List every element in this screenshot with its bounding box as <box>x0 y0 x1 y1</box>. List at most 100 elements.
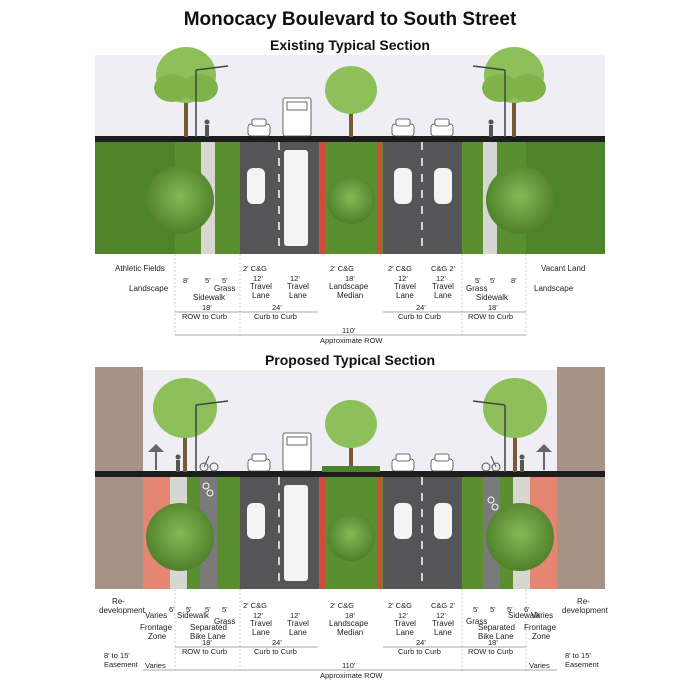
proposed-truck-left <box>282 432 312 472</box>
proposed-dim-5-e: 5' <box>490 605 496 614</box>
proposed-dim-c2c-left-label: Curb to Curb <box>254 647 297 656</box>
proposed-dim-varies-right: Varies <box>529 661 550 670</box>
proposed-plan-car-3 <box>434 503 452 539</box>
proposed-dim-c2c-right-label: Curb to Curb <box>398 647 441 656</box>
proposed-label-median-b: Median <box>337 628 363 637</box>
proposed-label-travel-3: Travel <box>394 619 416 628</box>
proposed-label-redev-left-a: Re- <box>112 597 125 606</box>
proposed-label-travel-4: Travel <box>432 619 454 628</box>
proposed-dim-total-label: Approximate ROW <box>320 671 383 680</box>
proposed-dim-5-b: 5' <box>205 605 211 614</box>
bike-symbol-left-icon <box>202 482 214 497</box>
proposed-guide-lines <box>174 589 527 670</box>
proposed-section-heading: Proposed Typical Section <box>264 352 436 368</box>
existing-elevation-tree-right <box>482 47 546 137</box>
proposed-label-frontage-left: Frontage <box>140 623 173 632</box>
proposed-label-frontage-right-b: Zone <box>532 632 551 641</box>
proposed-dim-5-f: 5' <box>507 605 513 614</box>
existing-elevation-tree-left <box>154 47 218 137</box>
existing-car-left <box>247 118 271 137</box>
existing-dim-row-right-label: ROW to Curb <box>468 312 513 321</box>
proposed-plan-tree-median <box>327 513 375 561</box>
existing-label-cg-1: 2' C&G <box>243 264 267 273</box>
existing-plan-truck <box>284 150 308 246</box>
existing-dim-8-left: 8' <box>183 276 189 285</box>
proposed-dim-easement-left: 8' to 15' <box>104 651 130 660</box>
existing-label-lane-2: Lane <box>289 291 307 300</box>
proposed-pedestrian-right <box>519 454 525 472</box>
proposed-label-median: Landscape <box>329 619 369 628</box>
existing-plan-car-2 <box>394 168 412 204</box>
proposed-dim-easement-left-b: Easement <box>104 660 139 669</box>
existing-label-grass-left: Grass <box>214 284 235 293</box>
proposed-dim-total: 110' <box>342 661 356 670</box>
proposed-label-cg-1: 2' C&G <box>243 601 267 610</box>
proposed-cyclist-left <box>199 455 219 472</box>
proposed-label-redev-right-b: development <box>562 606 609 615</box>
existing-label-travel-2: Travel <box>287 282 309 291</box>
proposed-label-grass-left: Grass <box>214 617 235 626</box>
existing-plan-car-3 <box>434 168 452 204</box>
existing-car-right-b <box>430 118 454 137</box>
proposed-label-lane-4: Lane <box>434 628 452 637</box>
existing-section-heading: Existing Typical Section <box>269 37 430 53</box>
proposed-plan-car-1 <box>247 503 265 539</box>
proposed-label-frontage-right: Frontage <box>524 623 557 632</box>
proposed-elevation-tree-center <box>322 400 380 472</box>
proposed-ground-line <box>95 471 605 477</box>
proposed-label-cg-4: C&G 2' <box>431 601 456 610</box>
proposed-label-sidewalk-right: Sidewalk <box>508 611 541 620</box>
proposed-label-lane-2: Lane <box>289 628 307 637</box>
existing-label-vacant-land: Vacant Land <box>541 264 585 273</box>
proposed-label-sbl-left-b: Bike Lane <box>190 632 226 641</box>
proposed-dim-12-c: 12' <box>398 611 408 620</box>
page-title: Monocacy Boulevard to South Street <box>183 9 517 30</box>
proposed-dim-easement-right: 8' to 15' <box>565 651 591 660</box>
existing-elevation-tree-center <box>325 66 377 137</box>
proposed-label-redev-left-b: development <box>99 606 146 615</box>
existing-pedestrian-left <box>204 119 210 137</box>
existing-label-lane-1: Lane <box>252 291 270 300</box>
proposed-median-curb-left <box>320 477 325 589</box>
proposed-plan-truck <box>284 485 308 581</box>
existing-median-curb-left <box>320 142 325 254</box>
existing-label-cg-4: C&G 2' <box>431 264 456 273</box>
proposed-dim-5-c: 5' <box>222 605 228 614</box>
existing-label-sidewalk-right: Sidewalk <box>476 293 509 302</box>
proposed-plan-view <box>95 477 605 589</box>
proposed-dim-5-a: 5' <box>186 605 192 614</box>
existing-dim-5-b: 5' <box>222 276 228 285</box>
existing-truck-left <box>282 97 312 137</box>
existing-dim-5-d: 5' <box>490 276 496 285</box>
existing-dim-18-median: 18' <box>345 274 355 283</box>
proposed-label-frontage-left-b: Zone <box>148 632 167 641</box>
existing-dim-total: 110' <box>342 326 356 335</box>
proposed-cafe-left <box>148 444 164 470</box>
existing-label-travel-4: Travel <box>432 282 454 291</box>
proposed-label-cg-3: 2' C&G <box>388 601 412 610</box>
proposed-elevation-tree-right <box>483 378 547 472</box>
existing-dim-c2c-right: 24' <box>416 303 426 312</box>
existing-car-right-a <box>391 118 415 137</box>
existing-label-sidewalk-left: Sidewalk <box>193 293 226 302</box>
existing-label-cg-3: 2' C&G <box>388 264 412 273</box>
proposed-dim-easement-right-b: Easement <box>565 660 600 669</box>
existing-section: Athletic Fields Vacant Land Landscape Si… <box>95 47 605 345</box>
proposed-dim-row-right-label: ROW to Curb <box>468 647 513 656</box>
existing-label-median-b: Median <box>337 291 363 300</box>
proposed-car-right-a <box>391 453 415 472</box>
proposed-building-right <box>557 367 605 474</box>
proposed-label-travel-2: Travel <box>287 619 309 628</box>
existing-plan-view <box>95 142 605 254</box>
proposed-label-lane-3: Lane <box>396 628 414 637</box>
existing-label-athletic-fields: Athletic Fields <box>115 264 165 273</box>
existing-pedestrian-right <box>488 119 494 137</box>
proposed-dim-12-d: 12' <box>436 611 446 620</box>
existing-label-travel-1: Travel <box>250 282 272 291</box>
proposed-pedestrian-left <box>175 454 181 472</box>
existing-streetlight-left <box>195 65 229 137</box>
proposed-dim-12-b: 12' <box>290 611 300 620</box>
existing-label-lane-3: Lane <box>396 291 414 300</box>
proposed-dim-18-median: 18' <box>345 611 355 620</box>
proposed-label-sidewalk-left: Sidewalk <box>177 611 210 620</box>
